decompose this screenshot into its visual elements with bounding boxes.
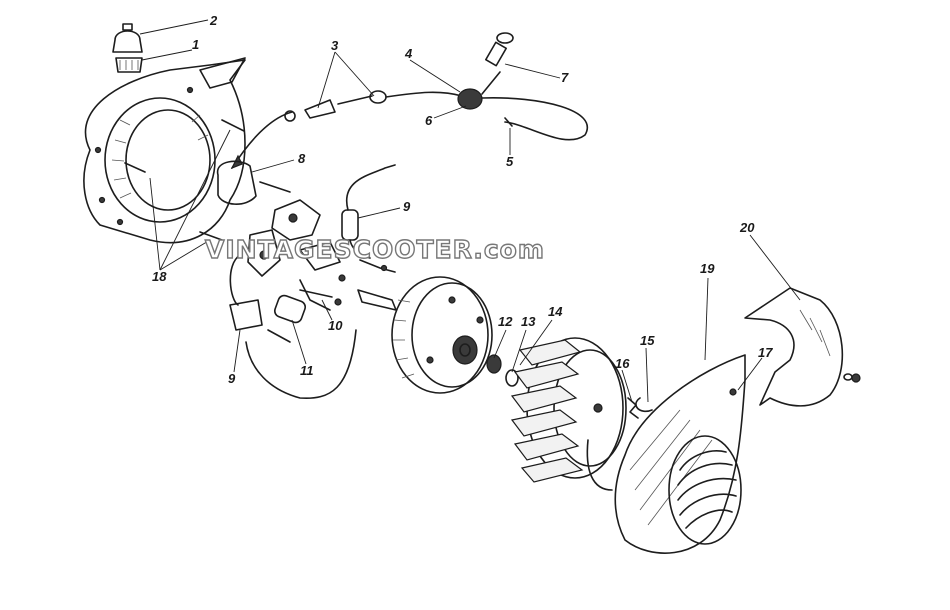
cable-assembly — [230, 32, 588, 170]
part-label-16: 16 — [615, 356, 630, 371]
part-label-10: 10 — [328, 318, 343, 333]
base-part-1 — [115, 57, 143, 73]
part-label-3: 3 — [331, 38, 339, 53]
screw-set-18 — [124, 119, 245, 241]
part-label-6: 6 — [425, 113, 433, 128]
fan-shroud-housing — [83, 57, 246, 244]
part-label-2: 2 — [209, 13, 218, 28]
nut-12 — [486, 354, 502, 374]
part-number-labels: 1 2 3 4 5 6 7 8 9 10 11 9 12 13 14 15 16… — [152, 13, 773, 386]
part-label-17: 17 — [758, 345, 773, 360]
ignition-coil-8 — [217, 160, 291, 205]
part-label-14: 14 — [548, 304, 563, 319]
fan-cover-19 — [614, 354, 746, 554]
part-label-12: 12 — [498, 314, 513, 329]
condenser-11 — [267, 294, 307, 343]
part-label-18: 18 — [152, 269, 167, 284]
part-label-5: 5 — [506, 154, 514, 169]
lower-coil-9 — [229, 299, 357, 400]
small-hardware-10 — [299, 259, 396, 306]
part-label-15: 15 — [640, 333, 655, 348]
washer-13 — [505, 369, 519, 387]
leader-lines — [139, 19, 801, 403]
part-label-8: 8 — [298, 151, 306, 166]
part-label-11: 11 — [300, 363, 314, 378]
part-label-4: 4 — [404, 46, 413, 61]
part-label-13: 13 — [521, 314, 536, 329]
watermark-text: VINTAGESCOOTER.com — [205, 235, 545, 264]
stator-plate — [229, 199, 341, 311]
clip-15 — [635, 397, 653, 413]
cap-part-2 — [112, 23, 143, 53]
part-label-7: 7 — [561, 70, 569, 85]
condenser-9-upper — [341, 164, 396, 259]
part-label-1: 1 — [192, 37, 199, 52]
side-cover-20 — [744, 287, 861, 407]
part-label-9-upper: 9 — [403, 199, 411, 214]
flywheel-rotor — [357, 276, 493, 394]
part-label-19: 19 — [700, 261, 715, 276]
fan-impeller-14 — [510, 337, 627, 491]
part-label-9-lower: 9 — [228, 371, 236, 386]
part-label-20: 20 — [739, 220, 755, 235]
